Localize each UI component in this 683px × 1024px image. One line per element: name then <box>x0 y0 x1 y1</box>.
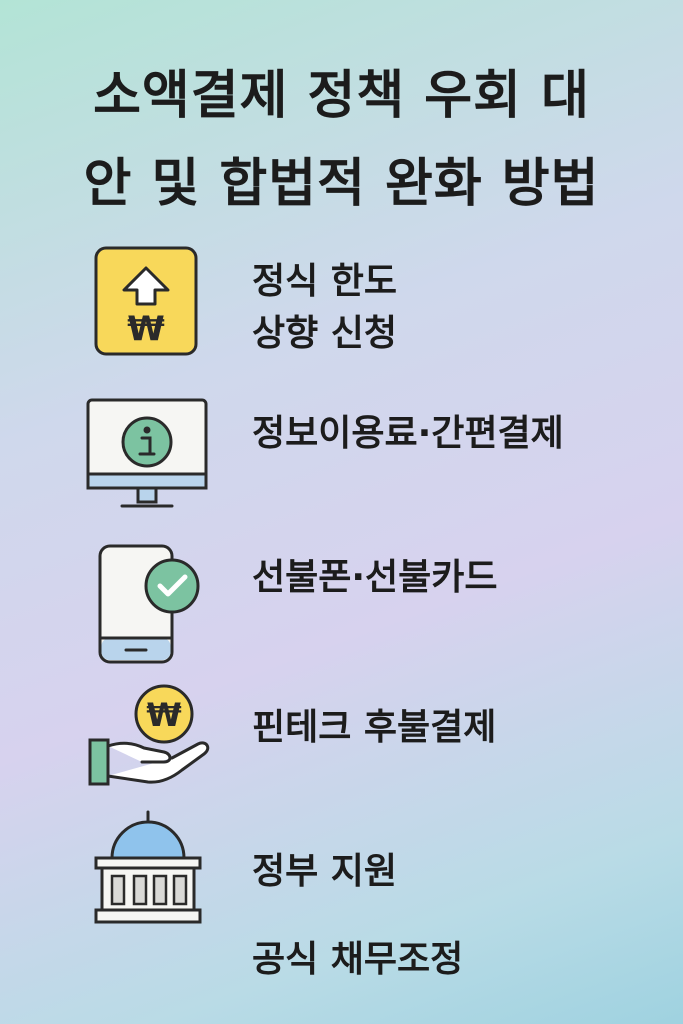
item-government-support: 정부 지원 공식 채무조정 <box>0 808 683 980</box>
item-info-fee: 정보이용료·간편결제 <box>0 394 683 524</box>
phone-check-icon <box>96 542 206 666</box>
svg-text:₩: ₩ <box>127 309 165 349</box>
item-label: 정식 한도 상향 신청 <box>252 261 398 354</box>
government-building-icon <box>94 810 204 926</box>
item-label: 정보이용료·간편결제 <box>252 413 564 454</box>
title-line-1: 소액결제 정책 우회 대 <box>93 66 590 126</box>
arrow-up-won-icon: ₩ <box>94 246 202 358</box>
svg-text:₩: ₩ <box>146 696 181 734</box>
page-title: 소액결제 정책 우회 대 안 및 합법적 완화 방법 <box>0 52 683 228</box>
monitor-info-icon <box>86 396 210 512</box>
item-label: 핀테크 후불결제 <box>252 707 497 748</box>
item-limit-increase: ₩ 정식 한도 상향 신청 <box>0 240 683 370</box>
hand-coin-icon: ₩ <box>88 684 216 792</box>
item-label: 선불폰·선불카드 <box>252 557 498 598</box>
title-line-2: 안 및 합법적 완화 방법 <box>83 154 600 214</box>
item-label: 정부 지원 공식 채무조정 <box>252 851 464 980</box>
item-fintech-bnpl: ₩ 핀테크 후불결제 <box>0 684 683 814</box>
item-prepaid: 선불폰·선불카드 <box>0 540 683 670</box>
